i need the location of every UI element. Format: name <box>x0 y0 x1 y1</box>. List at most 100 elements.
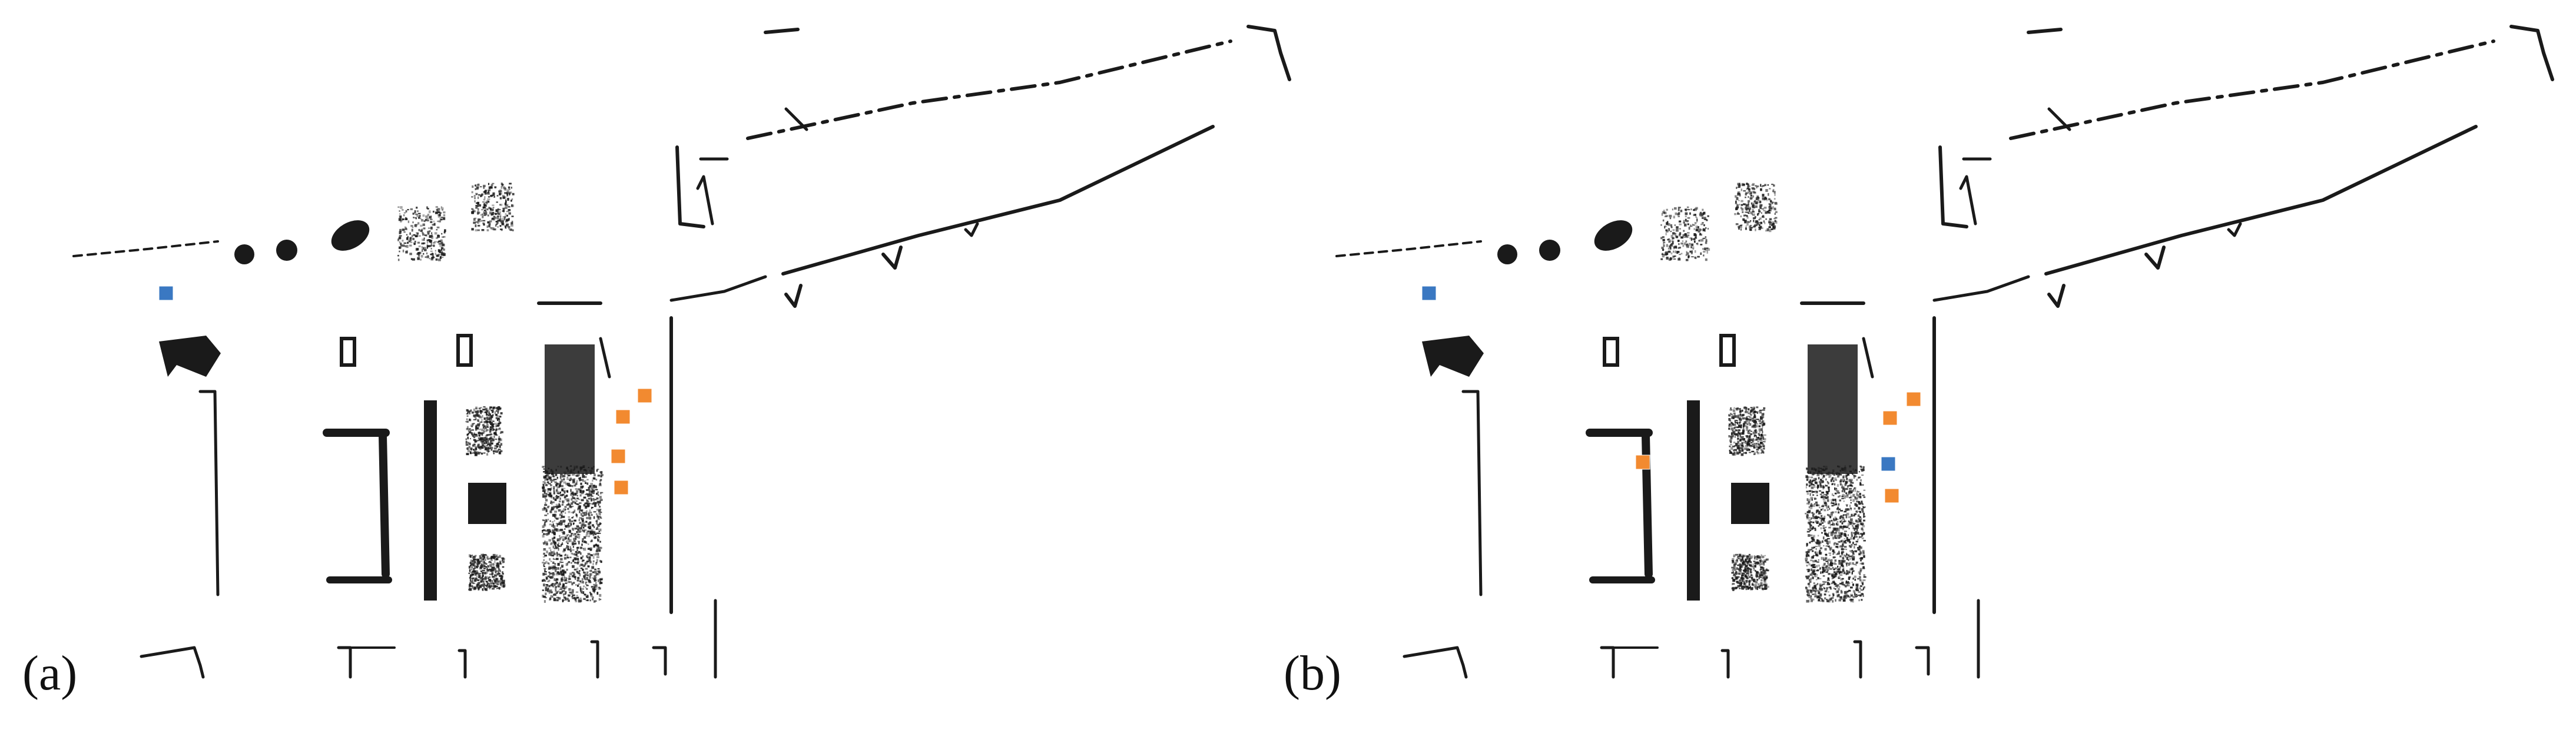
floor-speckle <box>1841 536 1843 538</box>
table-speckle <box>488 414 492 417</box>
floor-speckle <box>1819 583 1822 586</box>
floor-speckle <box>1862 495 1865 496</box>
table-speckle <box>475 435 478 436</box>
floor-speckle <box>1846 572 1849 575</box>
floor-speckle <box>542 490 545 492</box>
floor-speckle <box>1848 491 1851 493</box>
floor-speckle <box>1808 554 1809 556</box>
table-speckle <box>491 556 494 559</box>
floor-speckle <box>1806 512 1808 513</box>
table-speckle <box>472 579 473 581</box>
floor-speckle <box>592 489 595 492</box>
floor-speckle <box>555 469 557 472</box>
floor-speckle <box>556 492 559 494</box>
table-speckle <box>486 423 488 425</box>
table-speckle <box>472 556 475 559</box>
table-speckle <box>484 425 488 427</box>
furniture-speckle <box>1696 220 1698 223</box>
table-speckle <box>1730 447 1733 450</box>
floor-speckle <box>1862 466 1865 469</box>
table-speckle <box>486 429 488 432</box>
floor-speckle <box>562 500 565 503</box>
floor-speckle <box>562 573 565 576</box>
floor-speckle <box>1826 600 1829 602</box>
floor-speckle <box>1819 506 1821 509</box>
furniture-speckle <box>1744 220 1747 222</box>
floor-speckle <box>599 523 602 525</box>
furniture-speckle <box>1752 207 1755 208</box>
table-speckle <box>473 432 475 435</box>
furniture-speckle <box>1702 208 1704 211</box>
furniture-speckle <box>422 232 424 234</box>
table-speckle <box>1738 416 1741 419</box>
floor-speckle <box>596 500 599 504</box>
floor-speckle <box>589 547 592 550</box>
furniture-speckle <box>437 258 441 261</box>
table-speckle <box>1737 556 1740 558</box>
furniture-speckle <box>1695 237 1696 238</box>
table-speckle <box>483 563 485 566</box>
floor-speckle <box>580 556 583 560</box>
table-speckle <box>1739 418 1742 421</box>
furniture-speckle <box>502 216 505 218</box>
furniture-speckle <box>1759 204 1763 206</box>
floor-speckle <box>1838 550 1840 553</box>
floor-speckle <box>1847 595 1849 597</box>
furniture-speckle <box>1742 211 1744 213</box>
table-speckle <box>468 433 469 435</box>
floor-speckle <box>1831 562 1834 564</box>
floor-speckle <box>1823 582 1825 584</box>
table-speckle <box>1745 452 1748 455</box>
furniture-speckle <box>1705 241 1708 244</box>
floor-speckle <box>1846 570 1848 573</box>
table-speckle <box>1749 416 1752 419</box>
furniture-speckle <box>511 198 513 201</box>
furniture-speckle <box>1768 203 1771 205</box>
table-speckle <box>488 450 490 452</box>
table-speckle <box>489 560 490 562</box>
floor-speckle <box>588 535 590 538</box>
floor-speckle <box>568 588 571 591</box>
furniture-speckle <box>443 214 446 217</box>
upper-corridor-wall <box>746 39 1232 140</box>
table-speckle <box>1762 562 1765 565</box>
furniture-speckle <box>1665 233 1667 236</box>
furniture-speckle <box>1772 189 1775 191</box>
table-speckle <box>1732 583 1735 585</box>
floor-speckle <box>1845 475 1847 478</box>
floor-speckle <box>1811 598 1815 601</box>
furniture-speckle <box>500 190 502 192</box>
floor-speckle <box>1824 558 1827 560</box>
table-speckle <box>488 447 491 449</box>
floor-speckle <box>1827 482 1829 485</box>
furniture-speckle <box>1738 200 1740 201</box>
floor-speckle <box>1844 542 1847 544</box>
floor-speckle <box>1821 495 1824 497</box>
floor-speckle <box>600 509 602 510</box>
table-speckle <box>1729 409 1732 411</box>
furniture-speckle <box>1704 247 1706 250</box>
table-speckle <box>482 584 485 588</box>
table-speckle <box>1733 417 1735 419</box>
floor-speckle <box>1861 503 1864 505</box>
floor-speckle <box>596 527 599 529</box>
floor-speckle <box>1828 540 1831 544</box>
table-speckle <box>486 438 488 440</box>
table-speckle <box>1735 571 1738 574</box>
floor-speckle <box>1852 489 1854 492</box>
table-speckle <box>1739 588 1741 589</box>
floor-speckle <box>1832 549 1835 552</box>
table-speckle <box>490 561 492 563</box>
furniture-speckle <box>414 210 416 213</box>
floor-speckle <box>1842 562 1845 563</box>
table-speckle <box>482 579 483 581</box>
floor-speckle <box>544 489 546 492</box>
floor-speckle <box>570 549 572 552</box>
table-speckle <box>470 447 473 450</box>
table-speckle <box>1762 561 1765 563</box>
floor-speckle <box>571 502 573 505</box>
floor-speckle <box>1862 550 1865 552</box>
furniture-speckle <box>510 200 512 202</box>
floor-speckle <box>552 501 555 503</box>
floor-speckle <box>595 520 598 522</box>
